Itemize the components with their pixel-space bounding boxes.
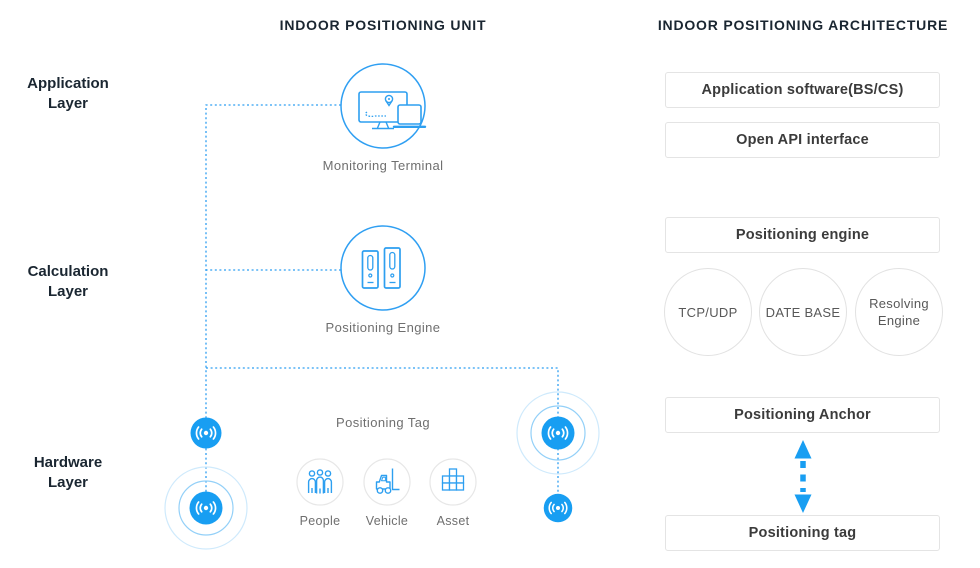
tag-item-circles <box>296 458 477 506</box>
crates-icon <box>441 468 465 491</box>
module-label-line: TCP/UDP <box>678 304 738 320</box>
open-api-box: Open API interface <box>665 122 940 158</box>
positioning-engine-box: Positioning engine <box>665 217 940 253</box>
module-label-line: DATE BASE <box>765 304 841 320</box>
layer-label-line: Layer <box>47 283 89 300</box>
anchor-tag-double-arrow-icon <box>794 440 812 513</box>
layer-label-line: Hardware <box>33 454 103 471</box>
date-base-circle: DATE BASE <box>759 268 847 356</box>
unit-header: INDOOR POSITIONING UNIT <box>279 17 487 33</box>
location-pin-icon <box>384 94 394 107</box>
application-software-box: Application software(BS/CS) <box>665 72 940 108</box>
laptop-icon <box>392 104 427 128</box>
positioning-tag-label: Positioning Tag <box>336 415 430 430</box>
monitoring-terminal-node <box>340 63 427 149</box>
vehicle-label: Vehicle <box>365 514 409 528</box>
connector-dotted-lines <box>205 104 559 508</box>
layer-label-line: Application <box>27 75 109 92</box>
asset-label: Asset <box>436 514 470 528</box>
tcp-udp-circle: TCP/UDP <box>664 268 752 356</box>
positioning-engine-label: Positioning Engine <box>325 320 441 335</box>
application-layer-label: Application Layer <box>0 74 136 114</box>
layer-label-line: Layer <box>47 95 89 112</box>
people-icon <box>307 469 333 494</box>
architecture-header: INDOOR POSITIONING ARCHITECTURE <box>657 17 949 33</box>
anchor-beacon-icon <box>190 417 222 449</box>
positioning-tag-box: Positioning tag <box>665 515 940 551</box>
positioning-anchor-box: Positioning Anchor <box>665 397 940 433</box>
layer-label-line: Calculation <box>27 263 109 280</box>
module-label-line: Engine <box>877 313 921 328</box>
people-label: People <box>299 514 341 528</box>
layer-label-line: Layer <box>47 474 89 491</box>
forklift-icon <box>375 468 400 494</box>
calculation-layer-label: Calculation Layer <box>0 262 136 302</box>
tag-beacon-icon <box>543 493 573 523</box>
server-icon <box>361 247 401 289</box>
hardware-layer-label: Hardware Layer <box>0 453 136 493</box>
positioning-engine-node <box>340 225 426 311</box>
monitoring-terminal-label: Monitoring Terminal <box>322 158 444 173</box>
resolving-engine-circle: Resolving Engine <box>855 268 943 356</box>
anchor-beacon-ripple-icon <box>164 466 248 550</box>
anchor-beacon-ripple-icon <box>516 391 600 475</box>
module-label-line: Resolving <box>869 296 929 311</box>
